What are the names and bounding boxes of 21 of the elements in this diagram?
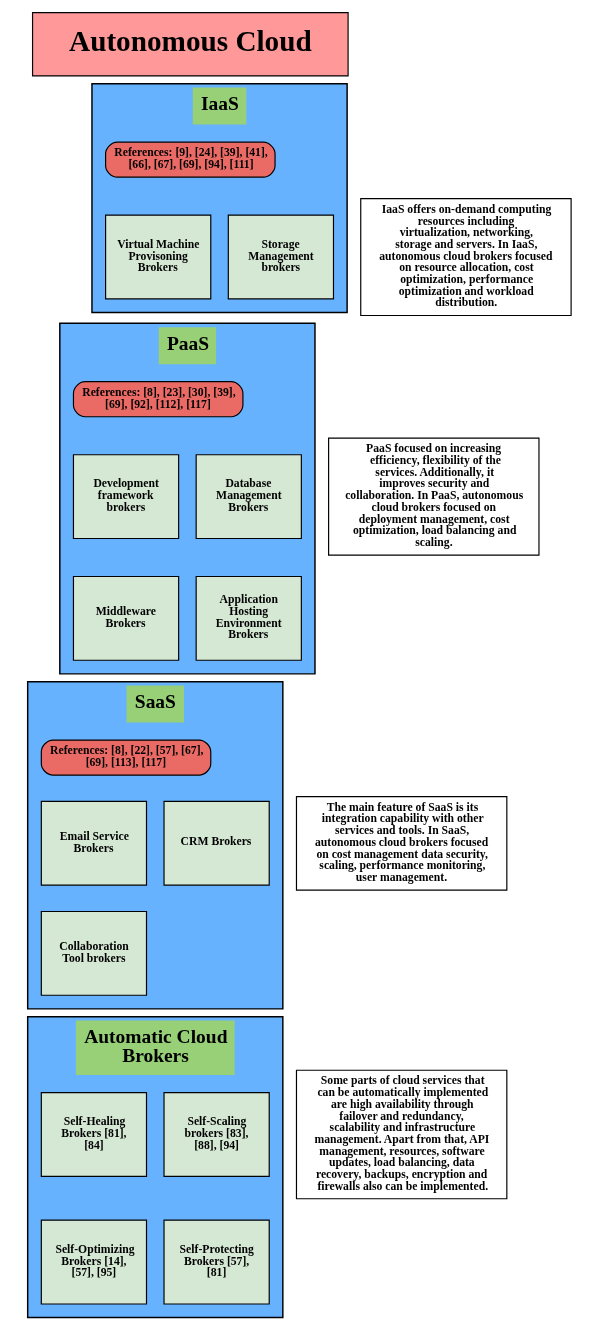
node-box: Self-Scaling brokers [83], [88], [94] — [162, 1092, 270, 1177]
node-box: Database Management Brokers — [195, 454, 302, 540]
node-box: CRM Brokers — [162, 800, 270, 886]
node-box: Self-Protecting Brokers [57], [81] — [162, 1219, 270, 1305]
node-box: Email Service Brokers — [40, 800, 147, 886]
node-box: Application Hosting Environment Brokers — [195, 575, 302, 661]
node-box: Virtual Machine Provisoning Brokers — [104, 214, 211, 300]
node-box: The main feature of SaaS is its integration capability with other services and tools. In SaaS, autonomous cloud brokers focused on cost management data security, scaling, performance monitoring, user management. — [295, 796, 507, 891]
node-box: References: [8], [23], [30], [39], [69], [92], [112], [117] — [72, 381, 243, 418]
node-box: Collaboration Tool brokers — [40, 910, 147, 996]
node-box: References: [8], [22], [57], [67], [69], [113], [117] — [40, 739, 211, 776]
node-box: Storage Management brokers — [227, 214, 334, 300]
node-box: References: [9], [24], [39], [41], [66], [67], [69], [94], [111] — [104, 141, 276, 178]
node-box: Self-Optimizing Brokers [14], [57], [95] — [40, 1219, 147, 1305]
node-box: Middleware Brokers — [72, 575, 179, 661]
node-box: Self-Healing Brokers [81], [84] — [40, 1092, 147, 1177]
node-box: Autonomous Cloud — [31, 12, 349, 77]
node-box: PaaS focused on increasing efficiency, flexibility of the services. Additionally, it improves security and collaboration. In PaaS, autonomous cloud brokers focused on deployment management, cost optimization, load balancing and scaling. — [327, 437, 540, 556]
node-box: IaaS offers on-demand computing resources including virtualization, networking, storage and servers. In IaaS, autonomous cloud brokers focused on resource allocation, cost optimization, performance optimization and workload distribution. — [359, 198, 572, 317]
node-box: Some parts of cloud services that can be automatically implemented are high availability through failover and redundancy, scalability and infrastructure management. Apart from that, API management, resources, software updates, load balancing, data recovery, backups, encryption and firewalls also can be implemented. — [295, 1069, 507, 1200]
node-box: Development framework brokers — [72, 454, 179, 540]
